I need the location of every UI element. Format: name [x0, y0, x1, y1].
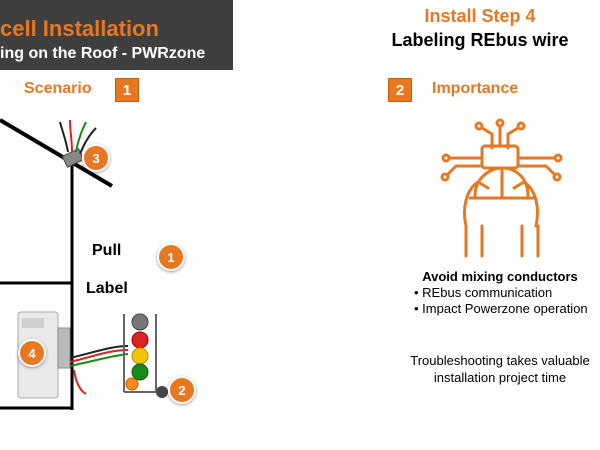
scenario-number-box: 1 — [115, 78, 139, 102]
label-label: Label — [86, 280, 128, 297]
importance-label: Importance — [432, 80, 519, 97]
importance-number-box: 2 — [388, 78, 412, 102]
info-bullet: REbus communication — [414, 285, 588, 301]
marker-roof: 3 — [82, 144, 110, 172]
header-title: cell Installation — [0, 16, 159, 41]
step-title: Install Step 4 — [424, 6, 536, 26]
info-bullet: Impact Powerzone operation — [414, 301, 587, 317]
header-bar — [0, 0, 233, 70]
marker-pull: 1 — [157, 243, 185, 271]
step-subtitle: Labeling REbus wire — [391, 30, 569, 50]
marker-inverter: 4 — [18, 339, 46, 367]
roof-penetration — [61, 148, 85, 168]
scenario-label: Scenario — [24, 80, 92, 97]
info-heading: Avoid mixing conductors — [422, 269, 578, 284]
scenario-diagram — [0, 118, 168, 410]
hardhat-hands-icon — [440, 118, 563, 258]
roof-line — [0, 118, 114, 188]
info-bullets: REbus communication Impact Powerzone ope… — [414, 285, 588, 317]
marker-cart: 2 — [168, 376, 196, 404]
troubleshooting-note: Troubleshooting takes valuable installat… — [410, 353, 590, 385]
header-subtitle: ing on the Roof - PWRzone — [0, 45, 206, 62]
wire-spool-cart — [123, 313, 168, 398]
pull-label: Pull — [92, 242, 122, 259]
